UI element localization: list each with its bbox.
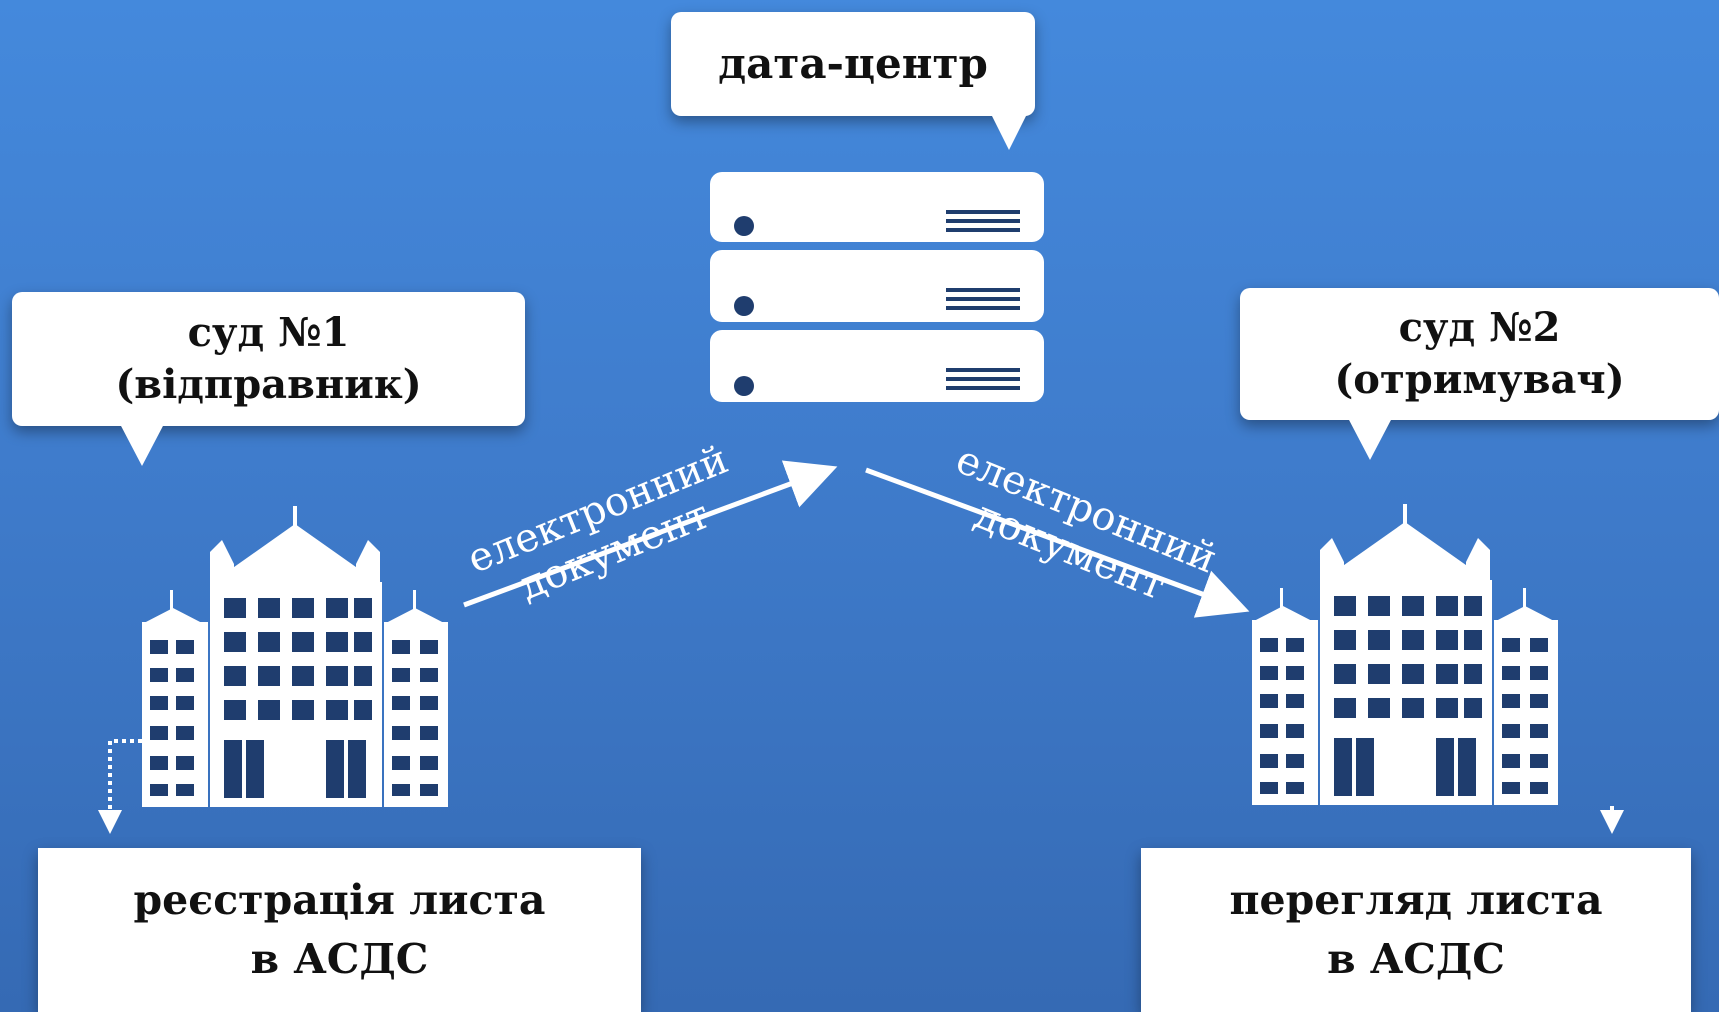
- flow-label-left: електронний документ: [461, 437, 751, 622]
- receiver-callout: суд №2 (отримувач): [1240, 288, 1719, 460]
- sender-name: суд №1: [187, 309, 350, 356]
- receiver-name: суд №2: [1398, 304, 1561, 351]
- sender-action-text: реєстрація листа: [133, 875, 546, 924]
- sender-role: (відправник): [115, 361, 422, 408]
- datacenter-callout: дата-центр: [671, 12, 1035, 150]
- receiver-action-text: перегляд листа: [1229, 875, 1603, 924]
- server-rack-icon: [710, 172, 1044, 402]
- court-building-icon: [1252, 504, 1558, 805]
- sender-callout: суд №1 (відправник): [12, 292, 525, 466]
- receiver-action-box: перегляд листа в АСДС: [1141, 848, 1691, 1012]
- server-unit: [710, 172, 1044, 242]
- datacenter-label: дата-центр: [718, 38, 988, 88]
- receiver-role: (отримувач): [1334, 356, 1625, 403]
- receiver-action-text: в АСДС: [1327, 935, 1505, 983]
- server-unit: [710, 250, 1044, 322]
- flow-label-right: електронний документ: [934, 437, 1223, 622]
- sender-action-box: реєстрація листа в АСДС: [38, 848, 641, 1012]
- callout-tail: [120, 424, 164, 466]
- callout-tail: [991, 114, 1027, 150]
- court-building-icon: [142, 506, 448, 807]
- server-unit: [710, 330, 1044, 402]
- callout-tail: [1348, 418, 1392, 460]
- sender-action-text: в АСДС: [250, 935, 429, 983]
